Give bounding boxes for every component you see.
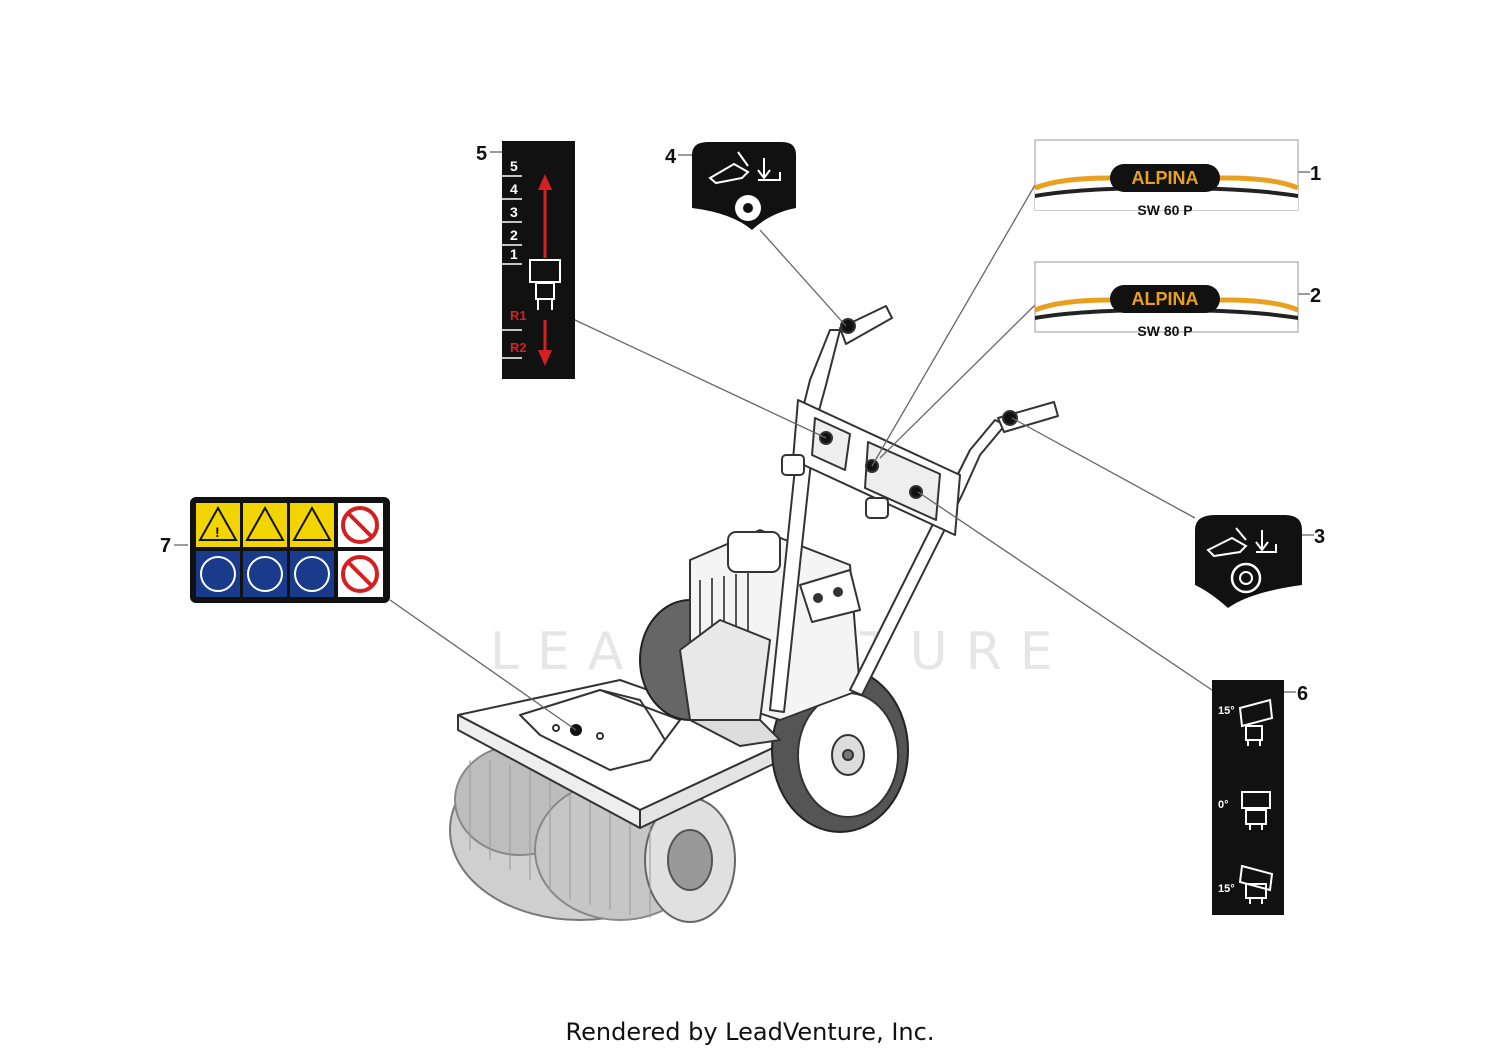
mandatory-sign-2 xyxy=(243,551,287,597)
eye-protection-icon xyxy=(247,556,283,592)
svg-text:!: ! xyxy=(215,524,220,540)
callout-4: 4 xyxy=(665,146,677,168)
angle-right-icon xyxy=(1238,864,1274,904)
rendered-by-footer: Rendered by LeadVenture, Inc. xyxy=(565,1018,935,1046)
decal-2-model: SW 80 P xyxy=(1137,323,1192,339)
angle-label-top: 15° xyxy=(1218,705,1235,717)
decal-3-lever xyxy=(1195,515,1302,608)
gear-label-4: 4 xyxy=(510,181,518,197)
warning-triangle-icon xyxy=(198,505,238,541)
lever-hand-icon-2 xyxy=(708,151,781,185)
ear-protection-icon xyxy=(294,556,330,592)
gear-label-r2: R2 xyxy=(510,340,527,355)
decal-1-brand: ALPINA xyxy=(1132,168,1199,188)
engine xyxy=(679,529,861,747)
decal-5-gear-shift: 5 4 3 2 1 R1 R2 xyxy=(502,141,575,379)
sweeper-machine xyxy=(449,305,1059,923)
gear-label-2: 2 xyxy=(510,227,518,243)
decal-1-sw60p: ALPINA SW 60 P xyxy=(1034,139,1299,218)
machine-icon xyxy=(529,259,561,310)
leader-lines xyxy=(174,151,1314,731)
decal-7-safety: ! xyxy=(190,497,390,603)
forward-arrow-icon xyxy=(538,174,552,258)
callout-6: 6 xyxy=(1297,683,1308,705)
wheel-stop-icon xyxy=(735,195,761,221)
angle-left-icon xyxy=(1238,698,1274,746)
reverse-arrow-icon xyxy=(538,320,552,366)
no-fire-icon xyxy=(341,555,379,593)
gear-label-1: 1 xyxy=(510,246,518,262)
angle-label-bottom: 15° xyxy=(1218,883,1235,895)
callout-3: 3 xyxy=(1314,526,1325,548)
wheel-rotation-icon xyxy=(1230,562,1262,594)
hand-hazard-icon xyxy=(245,505,285,541)
mandatory-sign-1 xyxy=(196,551,240,597)
decal-6-brush-angle: 15° 0° 15° xyxy=(1212,680,1284,915)
gear-label-3: 3 xyxy=(510,204,518,220)
callout-5: 5 xyxy=(476,143,487,165)
gear-label-5: 5 xyxy=(510,158,518,174)
no-hands-icon xyxy=(341,506,379,544)
gear-label-r1: R1 xyxy=(510,308,527,323)
decal-4-lever xyxy=(692,142,796,230)
read-manual-icon xyxy=(200,556,236,592)
callout-7: 7 xyxy=(160,535,171,557)
handle-frame xyxy=(769,305,1059,713)
angle-label-middle: 0° xyxy=(1218,799,1229,811)
mandatory-sign-3 xyxy=(290,551,334,597)
callout-2: 2 xyxy=(1310,285,1321,307)
decal-2-sw80p: ALPINA SW 80 P xyxy=(1034,261,1299,339)
callout-1: 1 xyxy=(1310,163,1321,185)
angle-straight-icon xyxy=(1241,791,1271,830)
person-hazard-icon xyxy=(292,505,332,541)
decal-1-model: SW 60 P xyxy=(1137,202,1192,218)
lever-hand-icon xyxy=(1206,527,1277,558)
decal-2-brand: ALPINA xyxy=(1132,289,1199,309)
